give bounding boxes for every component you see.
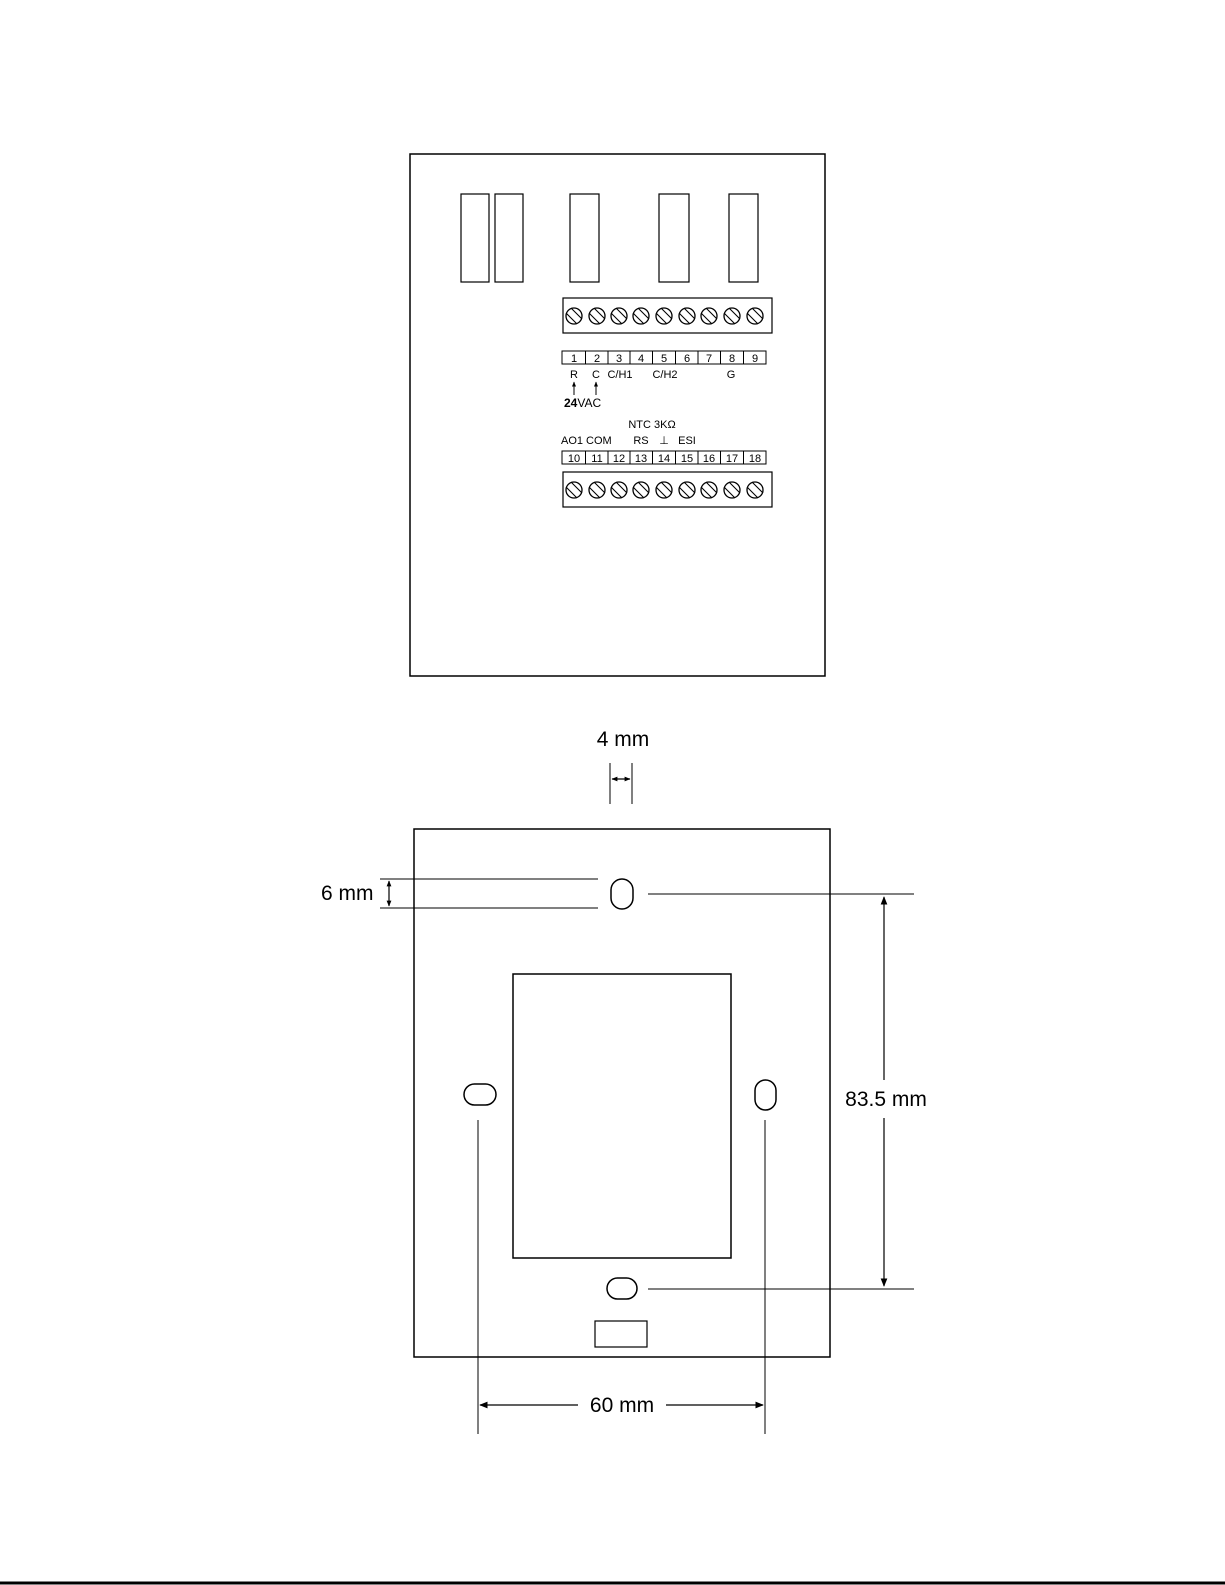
relay-block: [495, 194, 523, 282]
terminal-number: 13: [635, 453, 647, 465]
label-esi: ESI: [678, 435, 696, 447]
dim-vertical-label: 83.5 mm: [845, 1088, 927, 1111]
screw-icon: [747, 482, 763, 498]
terminal-number: 8: [729, 353, 735, 365]
label-com: COM: [586, 435, 612, 447]
dim-slot-height-label: 6 mm: [321, 882, 374, 905]
terminal-number: 6: [684, 353, 690, 365]
terminal-number: 10: [568, 453, 580, 465]
terminal-number: 15: [681, 453, 693, 465]
label-ao1: AO1: [561, 435, 583, 447]
center-opening: [513, 974, 731, 1258]
terminal-number: 2: [594, 353, 600, 365]
board-outline: [410, 154, 825, 676]
terminal-number: 17: [726, 453, 738, 465]
mounting-slot-top: [611, 879, 633, 909]
terminal-number: 9: [752, 353, 758, 365]
screw-icon: [589, 482, 605, 498]
terminal-number: 11: [591, 453, 602, 465]
top-terminal-numbers: 1 2 3 4 5 6 7 8 9: [571, 353, 758, 365]
screw-icon: [679, 482, 695, 498]
bottom-screw-row: [566, 482, 763, 498]
mounting-slot-left: [464, 1084, 496, 1105]
screw-icon: [611, 308, 627, 324]
terminal-number: 5: [661, 353, 667, 365]
screw-icon: [656, 308, 672, 324]
relay-block: [461, 194, 489, 282]
terminal-number: 12: [613, 453, 625, 465]
label-ch2: C/H2: [652, 369, 677, 381]
label-g: G: [727, 369, 736, 381]
power-label-bold: 24: [564, 396, 578, 410]
power-label: 24VAC: [564, 396, 601, 410]
screw-icon: [679, 308, 695, 324]
screw-icon: [701, 308, 717, 324]
top-screw-block: [563, 298, 772, 333]
terminal-number: 1: [571, 353, 577, 365]
screw-icon: [701, 482, 717, 498]
screw-icon: [566, 308, 582, 324]
mounting-slot-right: [755, 1080, 776, 1110]
power-label-text: VAC: [577, 396, 601, 410]
screw-icon: [747, 308, 763, 324]
label-r: R: [570, 369, 578, 381]
top-terminal-labels: R C C/H1 C/H2 G: [570, 369, 735, 381]
bottom-terminal-numbers: 10 11 12 13 14 15 16 17 18: [568, 453, 761, 465]
label-c: C: [592, 369, 600, 381]
terminal-number: 3: [616, 353, 622, 365]
mounting-slot-bottom: [607, 1278, 637, 1299]
mounting-plate: 4 mm 6 mm 83.5 mm 60 mm: [321, 728, 934, 1434]
screw-icon: [566, 482, 582, 498]
label-ch1: C/H1: [607, 369, 632, 381]
bottom-terminal-labels: AO1 COM RS ⊥ ESI: [561, 435, 696, 447]
dim-slot-width-label: 4 mm: [597, 728, 650, 751]
screw-icon: [633, 482, 649, 498]
relay-blocks: [461, 194, 758, 282]
dim-horizontal-label: 60 mm: [590, 1394, 654, 1417]
screw-icon: [724, 482, 740, 498]
plate-tab: [595, 1321, 647, 1347]
terminal-number: 4: [638, 353, 644, 365]
label-ground: ⊥: [659, 435, 669, 447]
screw-icon: [589, 308, 605, 324]
terminal-number: 14: [658, 453, 670, 465]
terminal-number: 16: [703, 453, 715, 465]
screw-icon: [724, 308, 740, 324]
top-screw-row: [566, 308, 763, 324]
sensor-header: NTC 3KΩ: [628, 419, 675, 431]
screw-icon: [633, 308, 649, 324]
relay-block: [570, 194, 599, 282]
screw-icon: [611, 482, 627, 498]
wiring-board: 1 2 3 4 5 6 7 8 9 R C C/H1 C/H2 G 24VAC …: [410, 154, 825, 676]
terminal-number: 7: [706, 353, 712, 365]
screw-icon: [656, 482, 672, 498]
terminal-number: 18: [749, 453, 761, 465]
label-rs: RS: [633, 435, 648, 447]
relay-block: [729, 194, 758, 282]
bottom-screw-block: [563, 472, 772, 507]
relay-block: [659, 194, 689, 282]
